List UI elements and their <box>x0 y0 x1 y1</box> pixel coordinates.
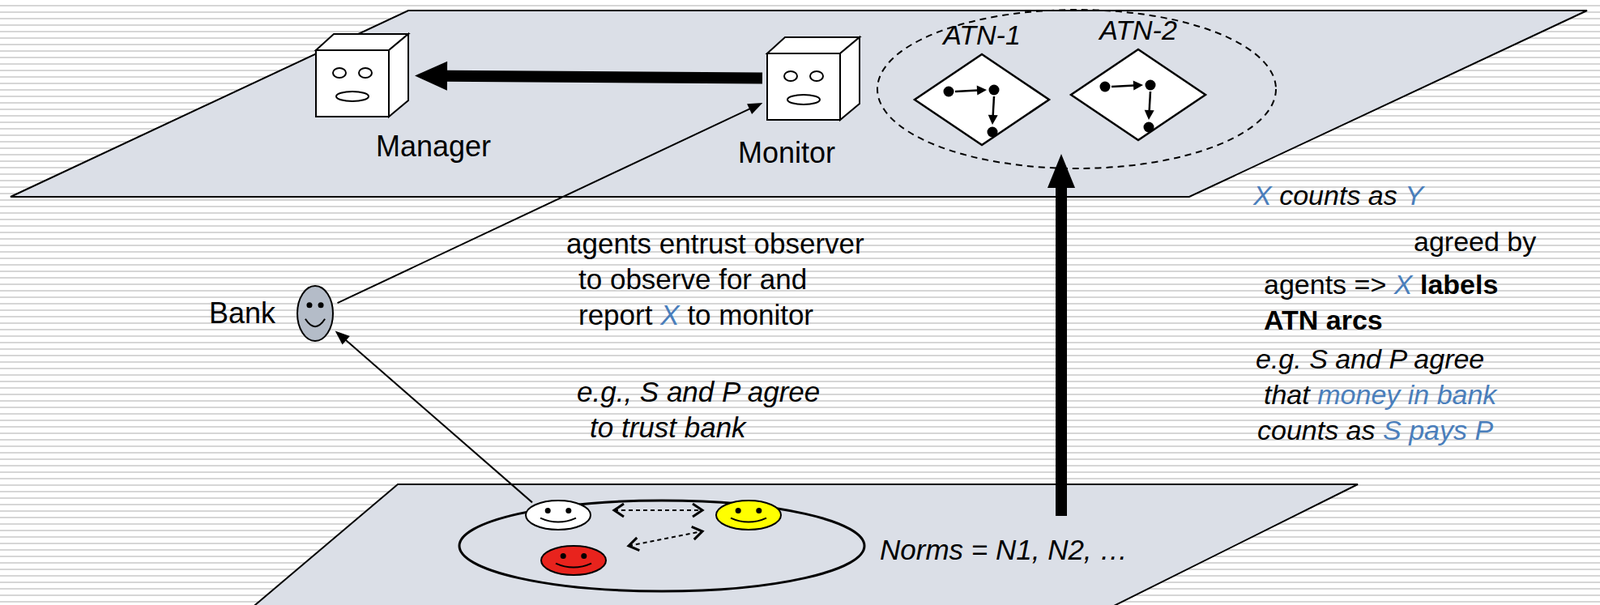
annotation-text: to trust bank <box>589 411 747 444</box>
annotation-text: counts as <box>1257 414 1376 446</box>
annotation-text: that <box>1263 379 1310 410</box>
text-line: to observe for and <box>578 262 807 297</box>
text-line: to trust bank <box>589 410 747 445</box>
diagram-node: Bank <box>209 283 336 344</box>
annotation-text: agreed by <box>1413 226 1536 257</box>
manager-robot <box>314 32 412 119</box>
node-label: ATN-1 <box>913 21 1051 49</box>
text-line: counts asS pays P <box>1257 413 1494 448</box>
text-line: e.g., S and P agree <box>576 375 820 410</box>
annotation-text: S pays P <box>1382 414 1494 446</box>
annotation-text: X <box>1394 268 1413 300</box>
monitor-robot <box>765 35 863 122</box>
text-line: agreed by <box>1413 225 1536 259</box>
annotation-text: X <box>1253 179 1272 211</box>
annotation-text: report <box>578 298 653 331</box>
atn-diamond <box>1069 47 1208 142</box>
annotation-text: e.g. S and P agree <box>1255 343 1485 375</box>
annotation-text: to monitor <box>686 298 814 331</box>
annotation-text: agents entrust observer <box>566 227 865 260</box>
diagram-node: Norms = N1, N2, … <box>456 495 1041 602</box>
text-line: e.g. S and P agree <box>1255 342 1485 376</box>
bank-face <box>294 283 336 344</box>
text-line: thatmoney in bank <box>1263 378 1497 412</box>
annotation-text: to observe for and <box>578 263 807 295</box>
diagram-node: Manager <box>314 32 491 164</box>
text-line: agents =>Xlabels <box>1263 268 1498 302</box>
annotation-text: e.g., S and P agree <box>576 375 820 408</box>
annotation-text: Y <box>1404 179 1424 211</box>
text-line: agents entrust observer <box>566 226 865 261</box>
node-label: Norms = N1, N2, … <box>879 533 1128 567</box>
diagram-node: ATN-1 <box>913 21 1051 147</box>
annotation-text: ATN arcs <box>1263 304 1383 336</box>
node-label: ATN-2 <box>1069 16 1208 44</box>
annotation-text: counts as <box>1279 179 1398 211</box>
atn-group-ellipse <box>877 9 1276 169</box>
annotation-text: X <box>660 298 679 331</box>
text-line: reportXto monitor <box>578 298 814 333</box>
connector-arrow <box>335 330 533 503</box>
node-label: Bank <box>209 296 276 331</box>
atn-diamond <box>913 52 1051 147</box>
count-as-arrow-head <box>1047 153 1076 188</box>
text-line: Xcounts asY <box>1253 179 1424 213</box>
count-as-arrow-shaft <box>1055 184 1067 517</box>
annotation-text: agents => <box>1263 268 1387 300</box>
connector-arrow <box>414 61 763 91</box>
annotation-text: money in bank <box>1317 379 1497 410</box>
upper-plane <box>10 10 1588 197</box>
node-label: Manager <box>375 129 491 164</box>
agents-society <box>456 495 867 595</box>
diagram-node: ATN-2 <box>1069 16 1208 142</box>
text-line: ATN arcs <box>1263 303 1383 338</box>
node-label: Monitor <box>738 136 863 171</box>
lower-plane <box>250 484 1358 605</box>
annotation-text: labels <box>1420 268 1498 300</box>
diagram-node: Monitor <box>733 35 863 171</box>
